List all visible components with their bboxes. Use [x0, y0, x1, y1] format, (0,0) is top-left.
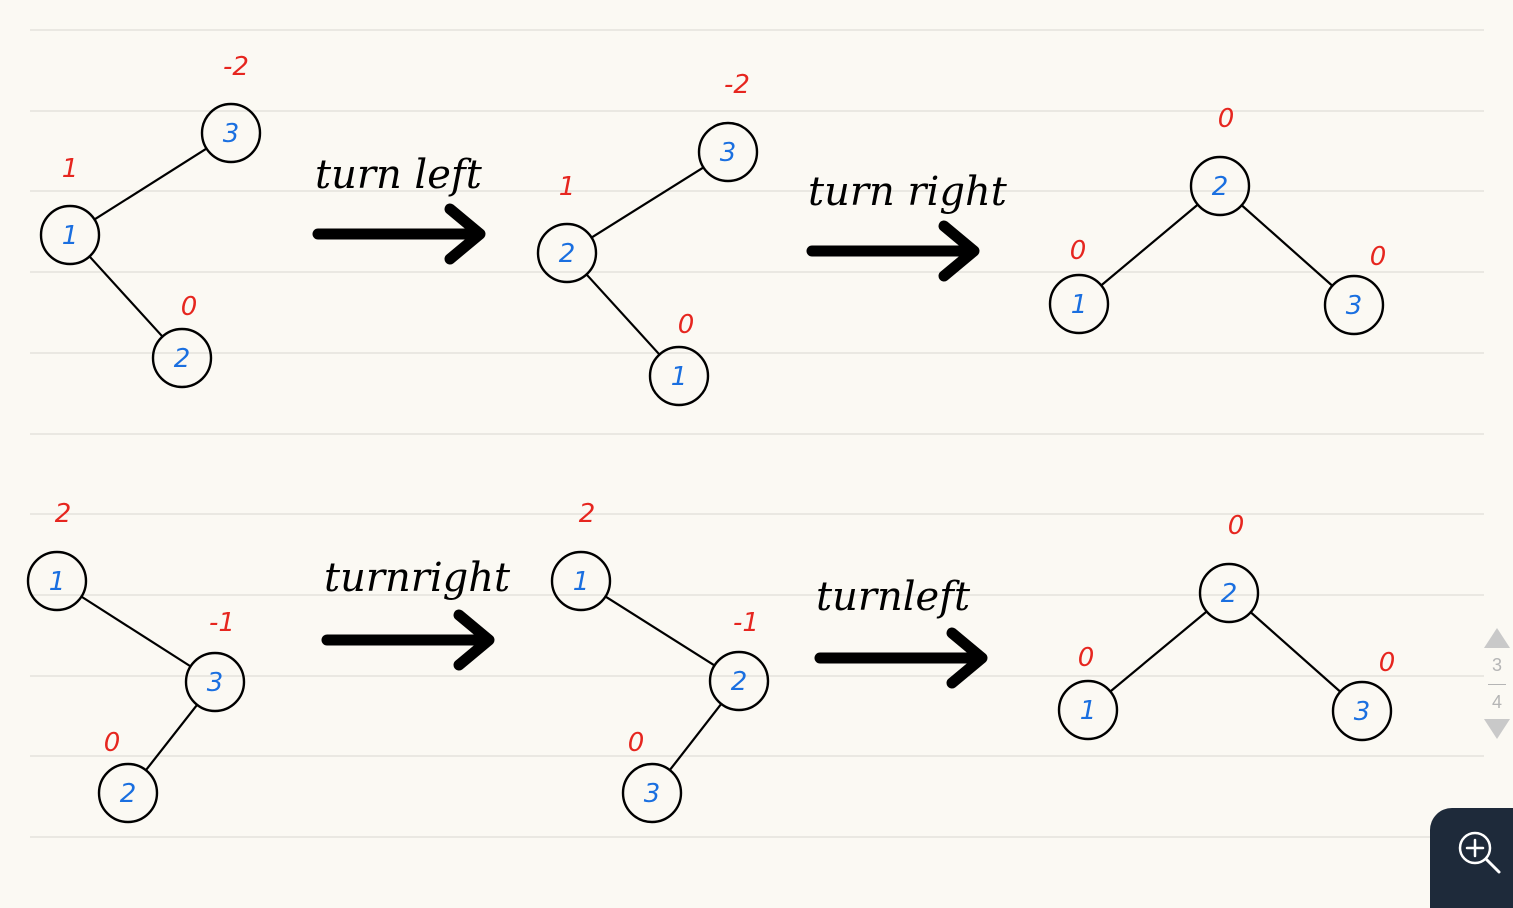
rotation-arrows: turn left turn right turnright turnleft [312, 152, 1008, 689]
node-value: 2 [731, 667, 748, 697]
balance-factor: -2 [223, 52, 249, 82]
tree-edge [144, 703, 199, 772]
tree-edge [604, 595, 716, 667]
node-value: 2 [120, 779, 137, 809]
balance-factor: -2 [724, 70, 750, 100]
rotation-label: turnleft [816, 574, 971, 620]
tree-edge [80, 595, 192, 668]
node-value: 1 [671, 362, 688, 392]
tree-edge [1109, 610, 1208, 693]
rotation-label: turn left [315, 152, 483, 198]
tree-edge [1240, 204, 1334, 287]
zoom-in-icon [1458, 831, 1501, 874]
tree-edges [80, 147, 1342, 772]
balance-factor: 2 [579, 499, 596, 529]
node-value: 2 [174, 344, 191, 374]
tree-node-circle [151, 327, 213, 389]
tree-edge [1249, 611, 1342, 693]
balance-factor: 0 [1379, 648, 1396, 678]
balance-factor: -1 [733, 608, 759, 638]
tree-nodes: 3 1 2 3 2 1 2 1 3 1 3 2 1 2 3 2 1 3 [26, 102, 1393, 824]
node-value: 2 [1212, 172, 1229, 202]
tree-node-circle [97, 762, 159, 824]
page-down-icon[interactable] [1484, 719, 1510, 739]
tree-node-circle [39, 204, 101, 266]
node-value: 1 [62, 221, 79, 251]
tree-node-circle [1189, 155, 1251, 217]
balance-factor: 0 [1078, 643, 1095, 673]
page-indicator: 3 4 [1480, 628, 1513, 762]
current-page-number: 3 [1491, 655, 1502, 675]
node-value: 3 [644, 779, 661, 809]
ruled-lines [30, 29, 1484, 838]
node-value: 2 [1221, 579, 1238, 609]
tree-edge [93, 147, 208, 221]
node-value: 1 [573, 567, 590, 597]
node-value: 3 [720, 138, 737, 168]
node-value: 1 [49, 567, 66, 597]
balance-factor: -1 [209, 608, 235, 638]
rotation-label: turn right [808, 169, 1008, 215]
tree-node-circle [708, 650, 770, 712]
balance-factor: 0 [1070, 236, 1087, 266]
node-value: 3 [1346, 291, 1363, 321]
page-separator [1488, 684, 1506, 685]
zoom-button[interactable] [1430, 808, 1513, 908]
node-value: 3 [223, 119, 240, 149]
node-value: 3 [207, 668, 224, 698]
tree-node-circle [536, 222, 598, 284]
tree-node-circle [621, 762, 683, 824]
page-up-icon[interactable] [1484, 628, 1510, 648]
total-page-number: 4 [1491, 692, 1502, 712]
tree-node-circle [1331, 680, 1393, 742]
node-value: 1 [1080, 696, 1097, 726]
balance-factor: 0 [678, 310, 695, 340]
balance-factor: 1 [62, 154, 79, 184]
rotation-arrow-head [444, 203, 486, 265]
tree-node-circle [1048, 273, 1110, 335]
tree-node-circle [648, 345, 710, 407]
balance-factor: 0 [628, 728, 645, 758]
tree-node-circle [697, 121, 759, 183]
rotation-arrow-head [453, 609, 495, 671]
tree-node-circle [200, 102, 262, 164]
tree-node-circle [1198, 562, 1260, 624]
tree-edge [590, 166, 705, 239]
balance-factor: 0 [1370, 242, 1387, 272]
rotation-arrow-head [938, 220, 980, 282]
node-value: 2 [559, 239, 576, 269]
tree-node-circle [550, 550, 612, 612]
rotation-arrow-head [946, 627, 988, 689]
tree-node-circle [1057, 679, 1119, 741]
tree-node-circle [26, 550, 88, 612]
balance-factor: 0 [181, 292, 198, 322]
tree-node-circle [184, 651, 246, 713]
node-value: 3 [1354, 697, 1371, 727]
tree-edge [585, 273, 661, 356]
balance-factor: 0 [1228, 511, 1245, 541]
rotation-label: turnright [324, 555, 511, 601]
node-value: 1 [1071, 290, 1088, 320]
balance-factor: 0 [1218, 104, 1235, 134]
tree-edge [88, 255, 164, 338]
balance-factor: 2 [55, 499, 72, 529]
balance-factor: 0 [104, 728, 121, 758]
tree-edge [1100, 203, 1199, 287]
balance-factor: 1 [559, 172, 576, 202]
tree-edge [668, 702, 723, 772]
tree-node-circle [1323, 274, 1385, 336]
balance-factors: -2 1 0 -2 1 0 0 0 0 2 -1 0 2 -1 0 0 0 0 [55, 52, 1396, 758]
